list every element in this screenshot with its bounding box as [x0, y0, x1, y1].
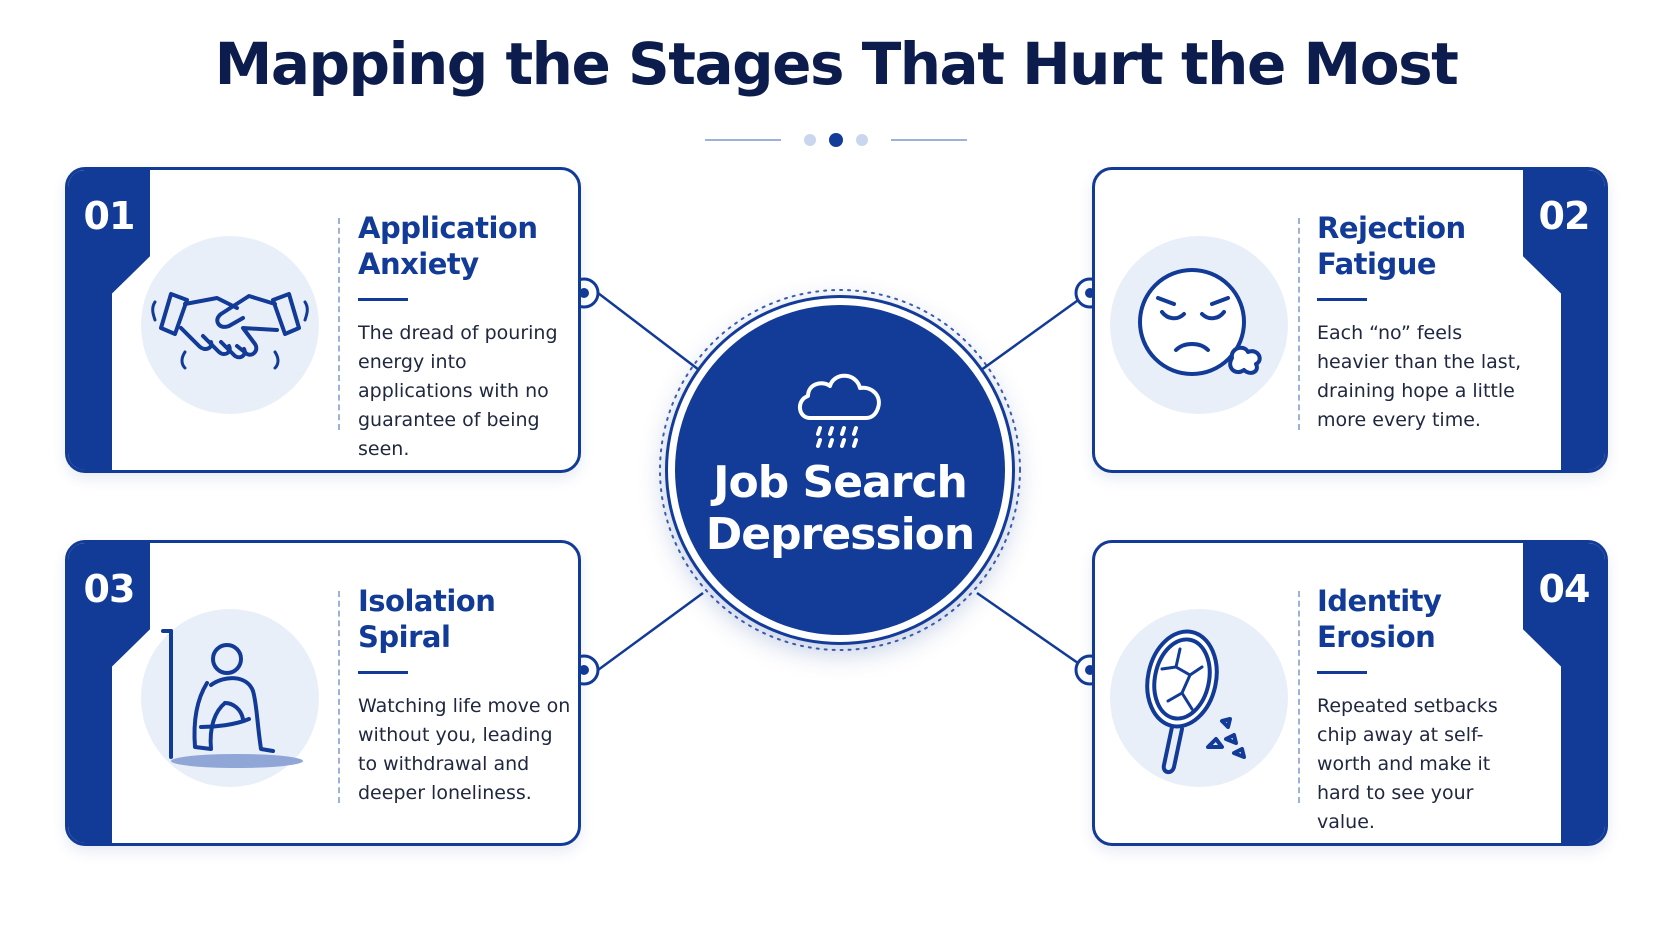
number-band: [1523, 170, 1605, 470]
stage-description: The dread of pouring energy into applica…: [358, 322, 558, 460]
stage-description: Watching life move on without you, leadi…: [358, 695, 571, 804]
stage-number: 04: [1538, 567, 1591, 611]
stage-card-isolation-spiral: 03 Isolation Spiral Watching life move o…: [65, 540, 581, 846]
stage-number: 02: [1538, 194, 1591, 238]
title-underline: [1317, 298, 1367, 301]
stage-title-line: Identity: [1317, 584, 1442, 618]
stage-title: Isolation Spiral: [358, 583, 573, 655]
divider-dot-active: [829, 133, 843, 147]
sitting-person-icon: [161, 629, 303, 768]
stage-title: Rejection Fatigue: [1317, 210, 1532, 282]
number-band: [68, 543, 150, 843]
divider-line: [338, 591, 340, 803]
stage-number: 01: [83, 194, 136, 238]
sad-face-icon: [1138, 268, 1262, 376]
title-underline: [358, 671, 408, 674]
title-underline: [358, 298, 408, 301]
title-underline: [1317, 671, 1367, 674]
stage-title-line: Anxiety: [358, 247, 479, 281]
center-title: Job Search Depression: [675, 457, 1005, 561]
stage-title: Identity Erosion: [1317, 583, 1532, 655]
center-title-line: Job Search: [713, 457, 968, 508]
number-band: [1523, 543, 1605, 843]
stage-title-line: Fatigue: [1317, 247, 1437, 281]
number-band: [68, 170, 150, 470]
divider-line: [1298, 591, 1300, 803]
icon-container: [1110, 609, 1288, 787]
stage-card-application-anxiety: 01 Application Anxiety The dread of pour…: [65, 167, 581, 473]
divider-line: [1298, 218, 1300, 430]
stage-title-line: Isolation: [358, 584, 496, 618]
icon-container: [1110, 236, 1288, 414]
broken-mirror-icon: [1145, 629, 1246, 774]
stage-title: Application Anxiety: [358, 210, 573, 282]
stage-title-line: Rejection: [1317, 211, 1466, 245]
divider-line: [338, 218, 340, 430]
icon-container: [141, 609, 319, 787]
stage-description: Repeated setbacks chip away at self-wort…: [1317, 695, 1498, 833]
center-circle: Job Search Depression: [675, 305, 1005, 635]
stage-title-line: Spiral: [358, 620, 451, 654]
icon-container: [141, 236, 319, 414]
stage-text: Application Anxiety The dread of pouring…: [358, 210, 573, 464]
stage-card-rejection-fatigue: 02 Rejection Fatigue Each “no” feels hea…: [1092, 167, 1608, 473]
handshake-icon: [151, 292, 309, 370]
divider-dot: [804, 134, 816, 146]
stage-text: Isolation Spiral Watching life move on w…: [358, 583, 573, 808]
center-title-line: Depression: [705, 509, 975, 560]
stage-description: Each “no” feels heavier than the last, d…: [1317, 322, 1522, 431]
title-divider: [705, 133, 967, 147]
stage-card-identity-erosion: 04 Identity Erosion Repeated setbacks ch…: [1092, 540, 1608, 846]
stage-text: Identity Erosion Repeated setbacks chip …: [1317, 583, 1532, 837]
divider-dot: [856, 134, 868, 146]
rain-cloud-icon: [798, 373, 881, 448]
stage-number: 03: [83, 567, 136, 611]
stage-title-line: Erosion: [1317, 620, 1436, 654]
stage-title-line: Application: [358, 211, 538, 245]
stage-text: Rejection Fatigue Each “no” feels heavie…: [1317, 210, 1532, 435]
page-title: Mapping the Stages That Hurt the Most: [214, 30, 1459, 98]
